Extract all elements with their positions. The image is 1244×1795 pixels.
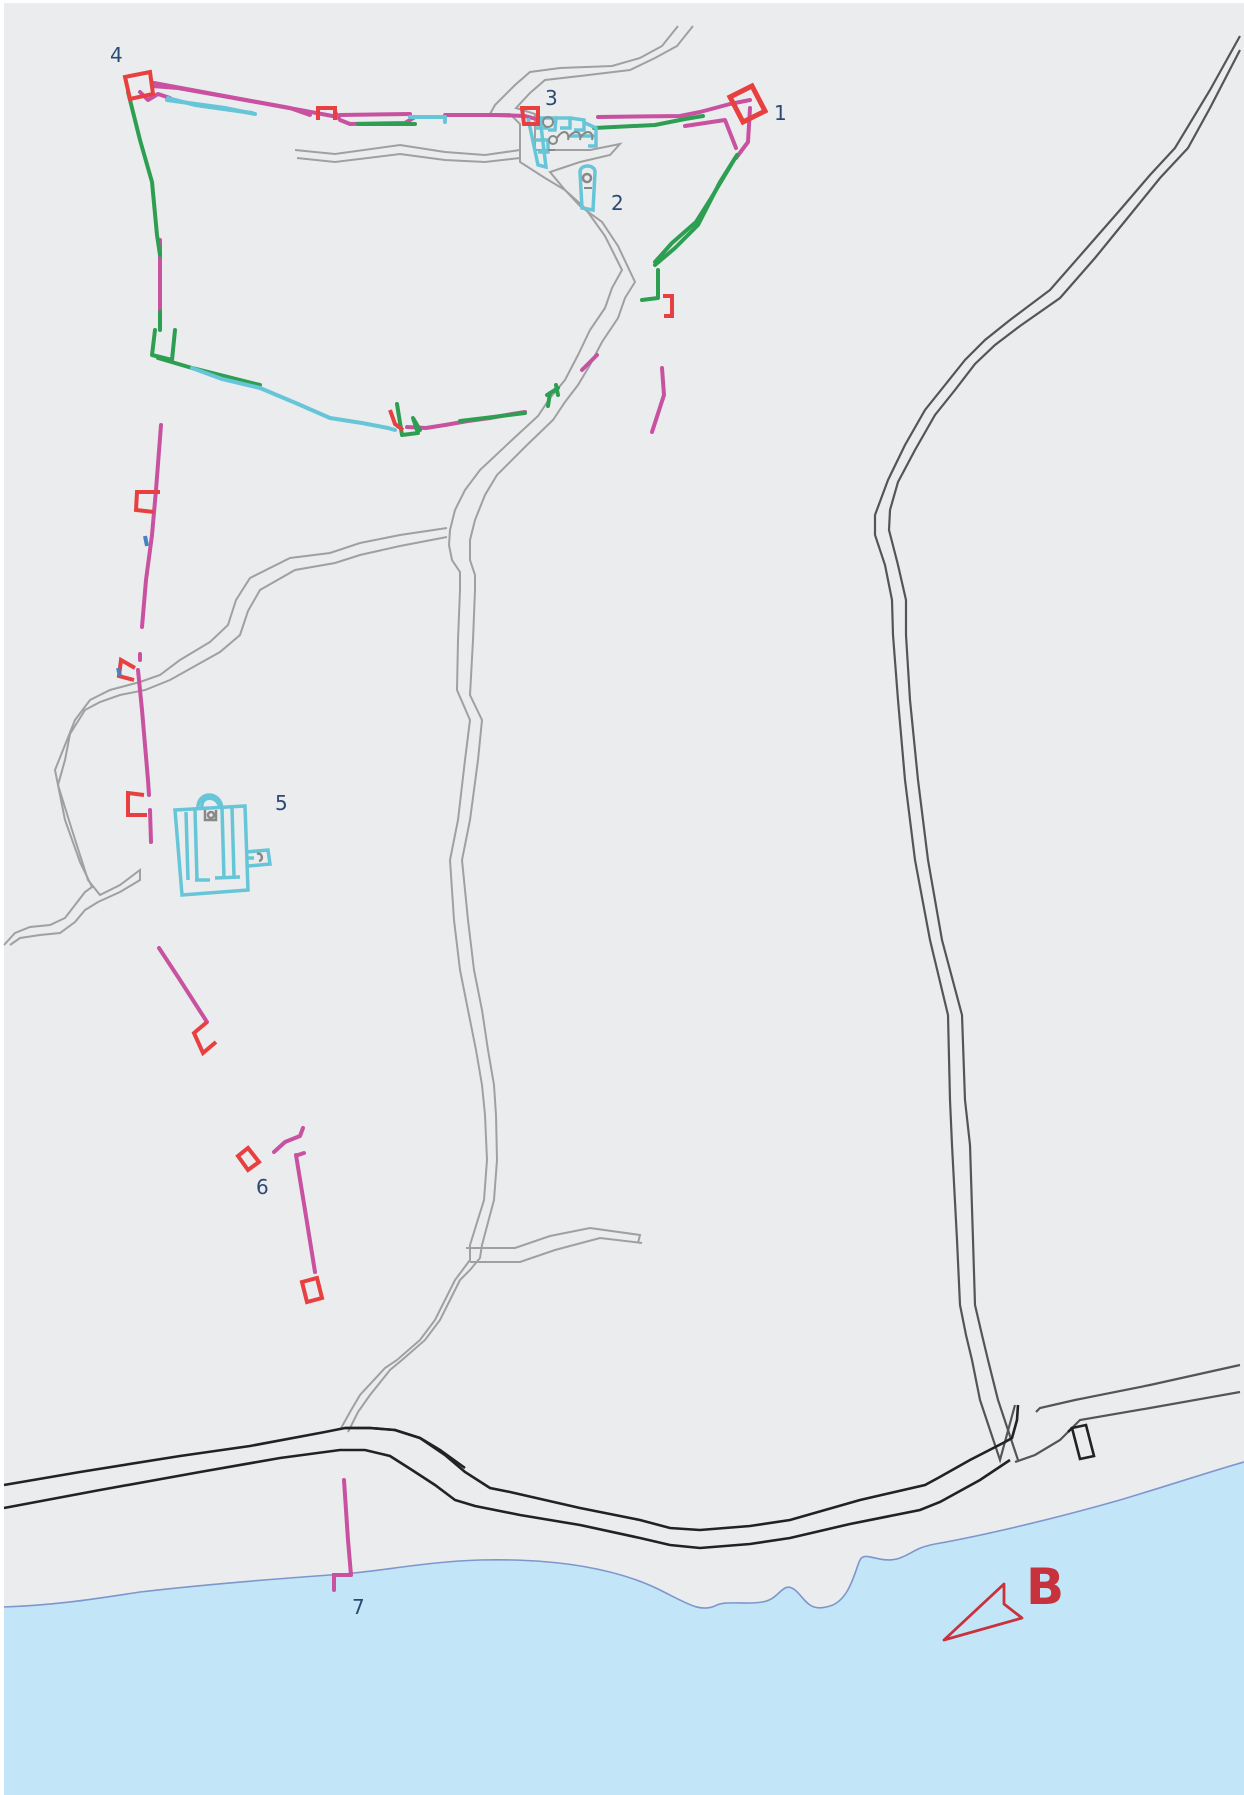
marker-label-7: 7 xyxy=(352,1595,365,1619)
blue-marks xyxy=(116,535,149,677)
main-road xyxy=(3,1404,1020,1550)
direction-arrow-icon xyxy=(942,1582,1024,1642)
apse-marks xyxy=(542,116,594,151)
wall-green xyxy=(126,90,739,437)
marker-label-6: 6 xyxy=(256,1175,269,1199)
marker-label-5: 5 xyxy=(275,791,288,815)
apse-marks-5 xyxy=(203,810,264,863)
marker-label-3: 3 xyxy=(545,86,558,110)
marker-label-2: 2 xyxy=(611,191,624,215)
wall-cyan xyxy=(165,96,447,432)
sea-area xyxy=(4,1462,1244,1795)
direction-letter: B xyxy=(1026,1558,1064,1616)
road-east xyxy=(873,35,1241,1464)
marker-label-4: 4 xyxy=(110,43,123,67)
building-small xyxy=(1067,1423,1096,1461)
wall-7 xyxy=(332,1573,353,1592)
church-2 xyxy=(578,164,597,213)
coastline xyxy=(3,1461,1244,1609)
marker-label-1: 1 xyxy=(774,101,787,125)
church-complex-5 xyxy=(173,793,272,897)
